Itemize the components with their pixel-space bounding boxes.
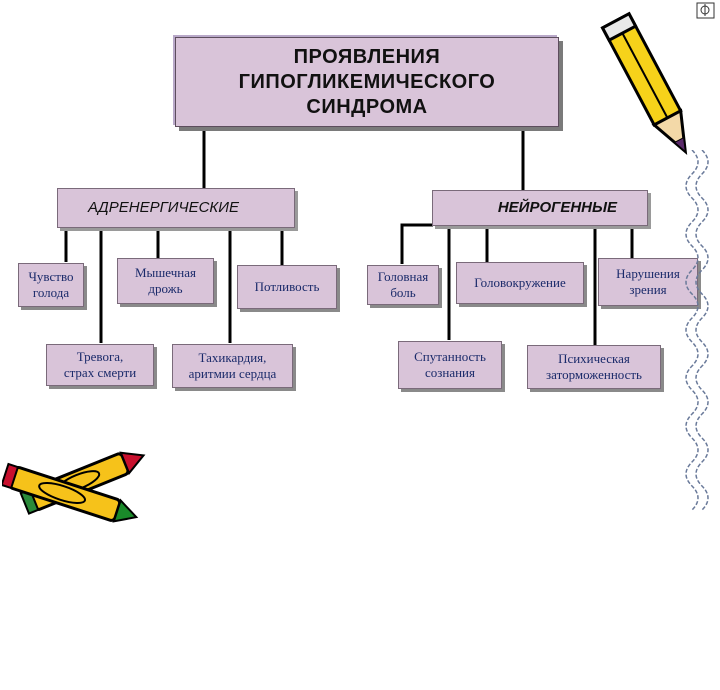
title-box: ПРОЯВЛЕНИЯ ГИПОГЛИКЕМИЧЕСКОГО СИНДРОМА [175,37,559,127]
symptom-hunger: Чувство голода [18,263,84,307]
title-text: ПРОЯВЛЕНИЯ ГИПОГЛИКЕМИЧЕСКОГО СИНДРОМА [238,45,496,118]
neurogenic-category-box: НЕЙРОГЕННЫЕ [432,190,648,226]
neurogenic-category-label: НЕЙРОГЕННЫЕ [497,199,617,216]
pencil-icon [600,11,688,156]
symptom-tachycardia: Тахикардия, аритмии сердца [172,344,293,388]
slide-corner-icon [696,2,715,19]
symptom-sweating: Потливость [237,265,337,309]
adrenergic-category-label: АДРЕНЕРГИЧЕСКИЕ [88,199,239,216]
symptom-headache: Головная боль [367,265,439,305]
symptom-confusion: Спутанность сознания [398,341,502,389]
adrenergic-category-box: АДРЕНЕРГИЧЕСКИЕ [57,188,295,228]
symptom-anxiety: Тревога, страх смерти [46,344,154,386]
symptom-retardation: Психическая заторможенность [527,345,661,389]
connector-lines [64,128,634,345]
symptom-dizziness: Головокружение [456,262,584,304]
wavy-border-decoration [685,150,709,511]
crayons-icon [2,451,146,523]
symptom-vision: Нарушения зрения [598,258,698,306]
symptom-tremor: Мышечная дрожь [117,258,214,304]
connector-headache [400,223,433,264]
